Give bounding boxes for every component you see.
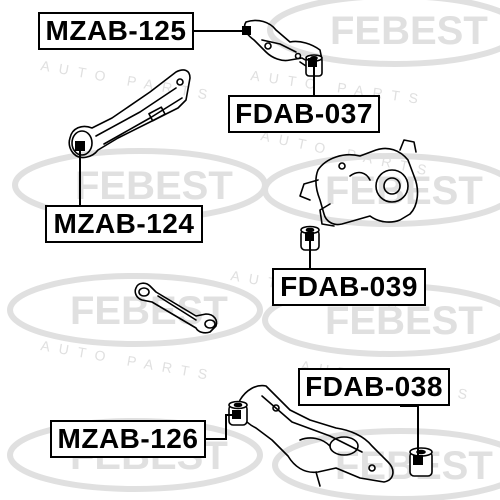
subframe-drawing (238, 384, 394, 487)
watermark-brand-text: FEBEST (75, 164, 233, 208)
watermark-brand-text: FEBEST (70, 289, 228, 333)
knuckle-drawing (299, 139, 419, 227)
watermark-logo: FEBEST (267, 0, 500, 67)
leader-line-mzab126 (206, 414, 234, 440)
watermark-brand-text: FEBEST (330, 9, 488, 53)
watermark-tagline: AUTO PARTS (39, 57, 217, 104)
part-label-fdab038: FDAB-038 (298, 368, 450, 406)
callout-marker-mzab125 (242, 26, 251, 35)
part-label-mzab125: MZAB-125 (38, 12, 194, 50)
callout-marker-fdab039 (305, 232, 314, 241)
trailing-arm-drawing (68, 69, 191, 159)
part-label-fdab037: FDAB-037 (228, 95, 380, 133)
watermark-logo: FEBEST (272, 428, 500, 500)
watermark-brand-text: FEBEST (325, 299, 483, 343)
part-label-mzab126: MZAB-126 (50, 420, 206, 458)
callout-marker-mzab124 (75, 141, 85, 151)
callout-marker-mzab126 (232, 410, 241, 419)
part-label-mzab124: MZAB-124 (45, 205, 203, 243)
part-label-fdab039: FDAB-039 (272, 268, 426, 306)
watermark-logo: FEBEST (7, 273, 263, 347)
callout-marker-fdab038 (413, 455, 423, 465)
callout-marker-fdab037 (308, 58, 317, 67)
lateral-link-drawing (134, 282, 218, 334)
leader-line-fdab038 (400, 405, 419, 455)
